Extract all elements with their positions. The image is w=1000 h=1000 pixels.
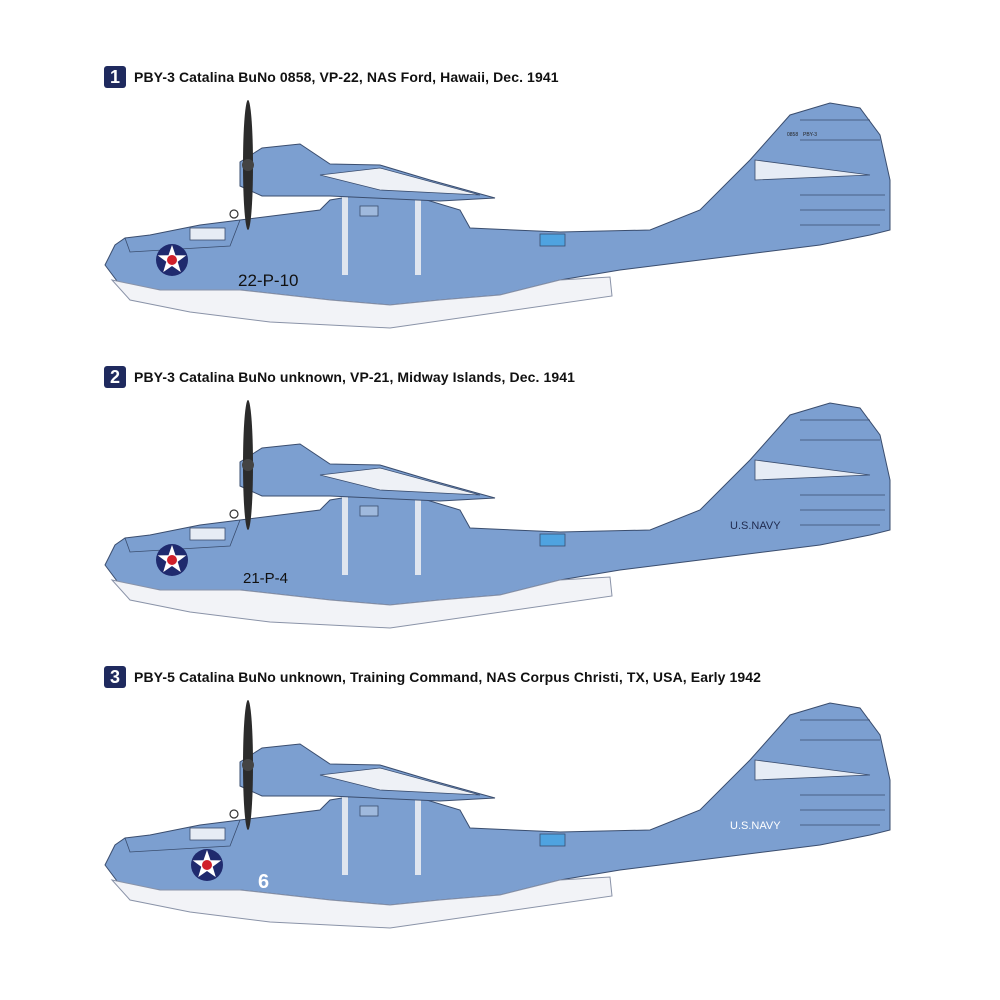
profile-number-badge: 3 bbox=[104, 666, 126, 688]
tail-marking: U.S.NAVY bbox=[730, 820, 781, 832]
profile-caption: 2 PBY-3 Catalina BuNo unknown, VP-21, Mi… bbox=[104, 366, 575, 388]
profile-1: 1 PBY-3 Catalina BuNo 0858, VP-22, NAS F… bbox=[0, 0, 1000, 300]
roundel-insignia-icon bbox=[156, 244, 188, 276]
aircraft-profile-illustration: 6 U.S.NAVY bbox=[0, 600, 1000, 940]
aircraft-profile-illustration: 22-P-10 0858 PBY-3 bbox=[0, 0, 1000, 340]
hull-code: 6 bbox=[258, 871, 269, 893]
roundel-insignia-icon bbox=[191, 849, 223, 881]
profile-title: PBY-5 Catalina BuNo unknown, Training Co… bbox=[134, 669, 762, 685]
profile-title: PBY-3 Catalina BuNo 0858, VP-22, NAS For… bbox=[134, 69, 559, 85]
profile-title: PBY-3 Catalina BuNo unknown, VP-21, Midw… bbox=[134, 369, 576, 385]
tail-type: PBY-3 bbox=[803, 132, 817, 138]
profile-2: 2 PBY-3 Catalina BuNo unknown, VP-21, Mi… bbox=[0, 300, 1000, 600]
hull-code: 22-P-10 bbox=[238, 271, 298, 290]
tail-marking: U.S.NAVY bbox=[730, 520, 781, 532]
hull-code: 21-P-4 bbox=[243, 570, 288, 587]
roundel-insignia-icon bbox=[156, 544, 188, 576]
tail-serial: 0858 bbox=[787, 132, 798, 138]
profile-3: 3 PBY-5 Catalina BuNo unknown, Training … bbox=[0, 600, 1000, 900]
profile-caption: 1 PBY-3 Catalina BuNo 0858, VP-22, NAS F… bbox=[104, 66, 559, 88]
profile-number-badge: 2 bbox=[104, 366, 126, 388]
profile-caption: 3 PBY-5 Catalina BuNo unknown, Training … bbox=[104, 666, 761, 688]
aircraft-profile-illustration: 21-P-4 U.S.NAVY bbox=[0, 300, 1000, 640]
profile-number-badge: 1 bbox=[104, 66, 126, 88]
